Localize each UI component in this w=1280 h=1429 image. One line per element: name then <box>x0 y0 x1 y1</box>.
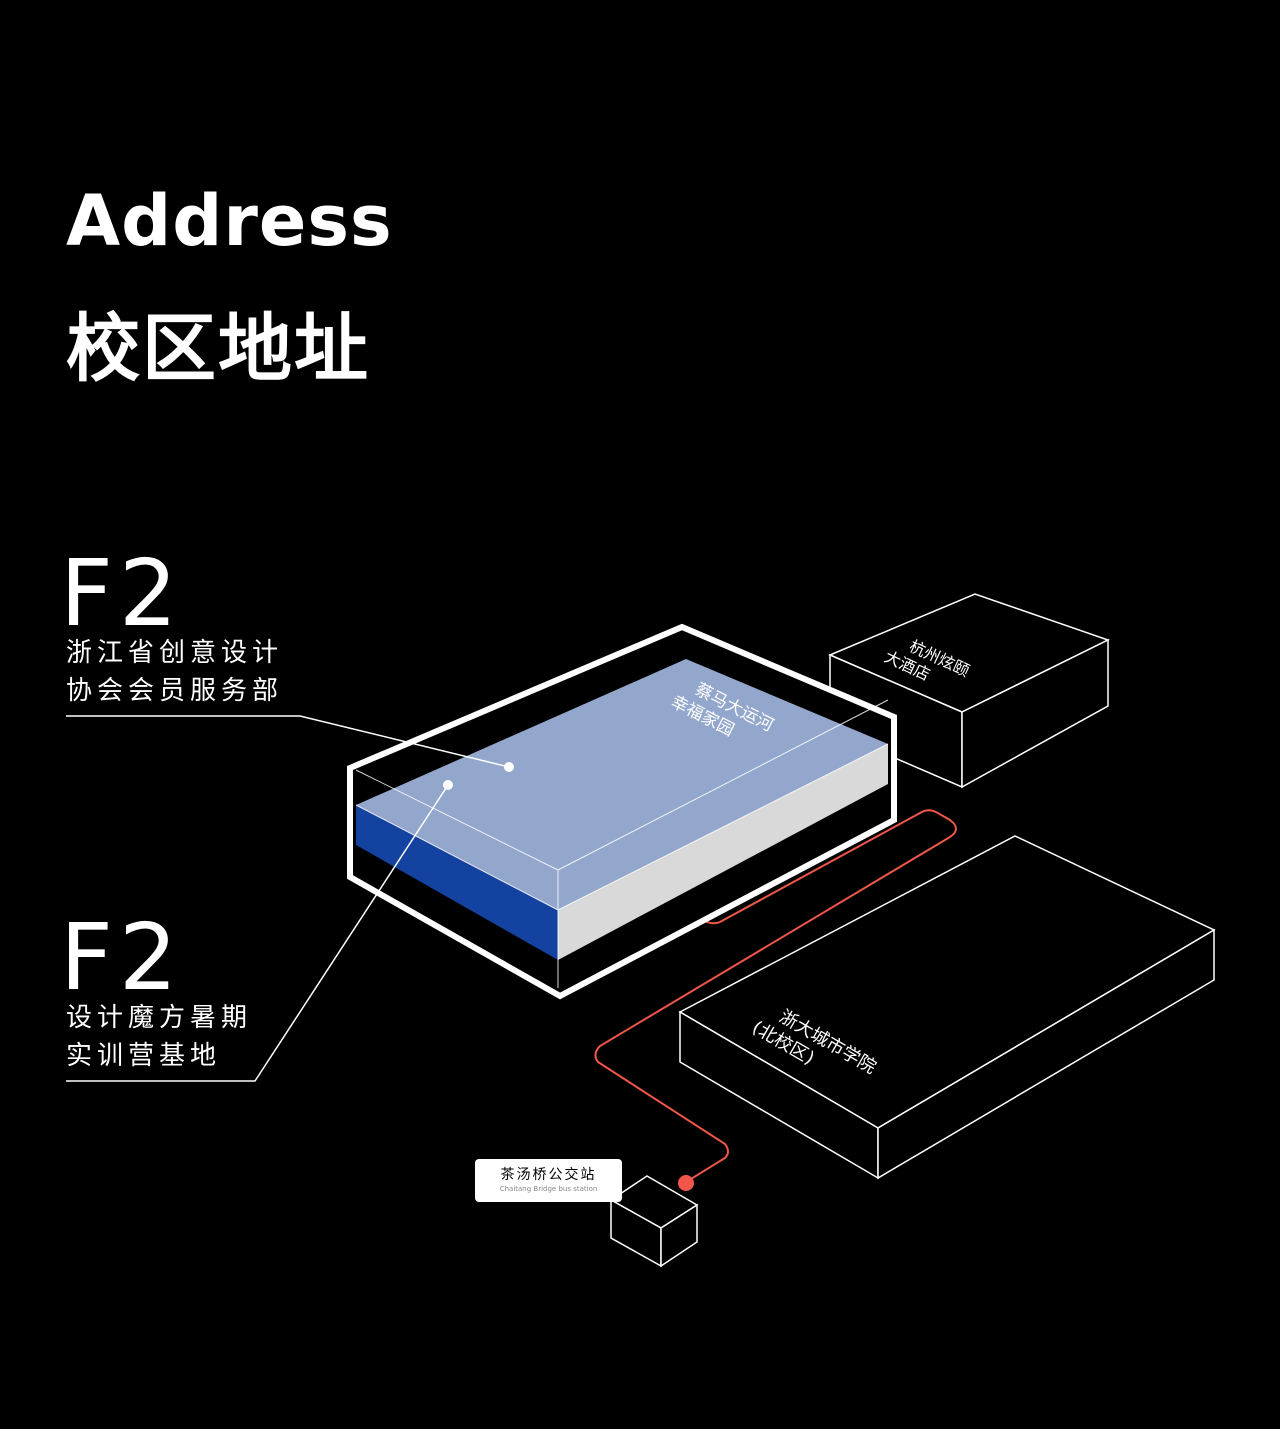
floor-desc-upper-line2: 协会会员服务部 <box>66 676 284 706</box>
slab-grey-side <box>558 744 888 960</box>
college-building-side <box>877 928 1215 1180</box>
college-building <box>678 835 1216 1180</box>
slab-black-base <box>356 781 888 978</box>
floor-desc-lower-line2: 实训营基地 <box>66 1041 222 1071</box>
page-title-en: Address <box>66 180 393 262</box>
floor-code-lower: F2 <box>60 904 184 1011</box>
slab-blue-front <box>356 805 558 960</box>
floor-code-upper: F2 <box>60 540 184 647</box>
bus-stop-cube <box>609 1175 699 1268</box>
hotel-building-side <box>961 638 1109 789</box>
floor-desc-upper: 浙江省创意设计 协会会员服务部 <box>66 634 283 710</box>
slab-top-surface <box>356 659 888 910</box>
floor-desc-lower: 设计魔方暑期 实训营基地 <box>66 999 252 1075</box>
callout-dot-upper <box>504 762 514 772</box>
bus-stop-marker <box>678 1175 694 1191</box>
main-building-slab <box>356 659 888 978</box>
bus-stop-cube-side <box>660 1203 698 1268</box>
page-title-cn: 校区地址 <box>66 306 370 392</box>
main-building-wireframe <box>355 699 889 988</box>
bus-stop-name-cn: 茶汤桥公交站 <box>500 1167 597 1183</box>
callout-dot-lower <box>443 780 453 790</box>
floor-desc-lower-line1: 设计魔方暑期 <box>66 1003 253 1033</box>
callout-leader-upper <box>66 715 510 768</box>
bus-stop-label: 茶汤桥公交站 Chaitang Bridge bus station <box>475 1159 622 1202</box>
callout-leaders <box>66 715 510 1082</box>
floor-desc-upper-line1: 浙江省创意设计 <box>66 638 284 668</box>
callout-leader-lower <box>66 784 449 1082</box>
bus-stop-name-en: Chaitang Bridge bus station <box>499 1185 598 1193</box>
